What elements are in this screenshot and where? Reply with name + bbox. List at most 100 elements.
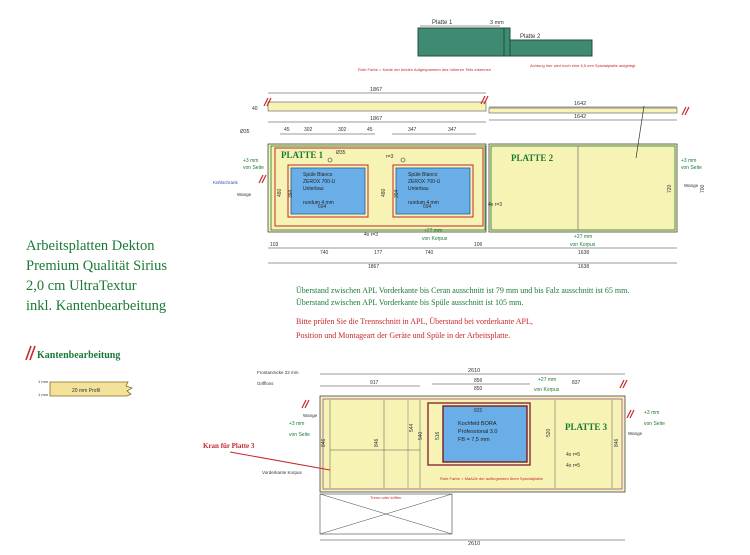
dim-1638-b: 1638 <box>578 264 589 270</box>
legend-slab-1 <box>417 27 505 57</box>
dim-45-b: 45 <box>367 127 373 133</box>
cooktop-surface <box>442 405 528 463</box>
platte-2-label: PLATTE 2 <box>511 153 554 163</box>
legend-note-red: Rote Farbe = Kante der beiden Aufgespann… <box>358 67 491 72</box>
sink-1-line-d: rundum 4 mm <box>303 200 334 206</box>
dim-1642-b: 1642 <box>574 114 586 120</box>
dim-846-l: 846 <box>321 438 327 447</box>
dim-1642-a: 1642 <box>574 101 586 107</box>
dim-720: 720 <box>667 184 673 193</box>
tap-hole-1 <box>327 157 333 163</box>
title-block: Arbeitsplatten Dekton Premium Qualität S… <box>25 238 167 397</box>
wange-l: Wange <box>303 413 318 418</box>
profile-sample <box>49 381 133 397</box>
r5-b: 4x r=5 <box>566 463 580 469</box>
front-note: Frontanrücke 22 mm <box>257 370 299 375</box>
plus3-r: +3 mm <box>644 410 659 416</box>
cooktop-line-a: Kochfeld BORA <box>458 421 497 427</box>
dia-35-b: Ø35 <box>336 150 346 156</box>
dim-846-r: 846 <box>614 438 620 447</box>
dim-394-a: 394 <box>288 189 294 198</box>
plus27-a: +27 mm <box>538 377 556 383</box>
dim-544: 544 <box>409 423 415 432</box>
vorderkante-label: Vorderkante Korpus <box>262 470 303 475</box>
von-korpus-a: von Korpus <box>534 387 560 393</box>
profile-label: 20 mm Profil <box>72 388 100 394</box>
title-line-2: Premium Qualität Sirius <box>26 258 167 274</box>
dim-694-a: 694 <box>318 204 327 210</box>
von-seite-left: von Seite <box>243 165 264 171</box>
dim-740-a: 740 <box>320 250 329 256</box>
cooktop-outer <box>427 402 531 466</box>
r5-a: 4x r=5 <box>566 452 580 458</box>
dim-177: 177 <box>374 250 383 256</box>
dim-347-a: 347 <box>408 127 417 133</box>
tap-hole-2 <box>400 157 406 163</box>
dim-837: 837 <box>572 380 581 386</box>
platte-1-green-outline <box>270 145 486 231</box>
dim-846-m: 846 <box>374 438 380 447</box>
top-legend: Platte 1 3 mm Platte 2 Rote Farbe = Kant… <box>358 20 636 72</box>
profile-dim-bottom: 1 mm <box>38 392 49 397</box>
korpus-2-b: von Korpus <box>570 242 596 248</box>
dim-917: 917 <box>370 380 379 386</box>
kb-label: Kühlschrank <box>213 180 239 185</box>
dim-700: 700 <box>700 184 706 193</box>
r3-label: r=3 <box>386 154 394 160</box>
sink-2-line-a: Spüle Blanco <box>408 172 438 178</box>
red-note-2: Rote Farbe = MaAÜe der aufliegenden 6mm … <box>440 476 544 481</box>
notes: Überstand zwischen APL Vorderkante bis C… <box>296 286 629 340</box>
trenn-label: Trenn oder köffen <box>370 495 401 500</box>
dim-480-a: 480 <box>277 188 283 197</box>
cutout-box <box>319 493 453 535</box>
dim-694-b: 694 <box>423 204 432 210</box>
kanten-label: Kantenbearbeitung <box>37 350 120 361</box>
dim-825: 825 <box>474 408 483 414</box>
sink-1-basin <box>290 167 366 215</box>
cooktop-line-c: FB = 7,5 mm <box>458 437 490 443</box>
wange-r: Wange <box>628 431 643 436</box>
dim-2610-top: 2610 <box>468 368 480 374</box>
dim-480-b: 480 <box>381 188 387 197</box>
wange-right: Wange <box>684 183 699 188</box>
dim-1867-c: 1867 <box>368 264 379 270</box>
platte-3-label: PLATTE 3 <box>565 422 608 432</box>
dim-856: 856 <box>474 378 483 384</box>
title-line-3: 2,0 cm UltraTextur <box>26 278 137 294</box>
edge-marker-6 <box>626 409 635 419</box>
legend-note-red2: Achtung hier wird noch eine 6,5 mm Spezi… <box>530 63 636 68</box>
radius-b: 4x r=3 <box>488 202 502 208</box>
sink-1-line-c: Unterbau <box>303 186 324 192</box>
legend-slab-2 <box>509 39 593 57</box>
edge-marker-2 <box>681 106 690 116</box>
griffloss: Griffloss <box>257 381 274 386</box>
platte-2-slab <box>488 143 678 233</box>
edge-marker-5 <box>301 399 310 409</box>
dim-302-b: 302 <box>338 127 347 133</box>
sink-2-line-c: Unterbau <box>408 186 429 192</box>
legend-thickness: 3 mm <box>490 20 504 26</box>
legend-platte1: Platte 1 <box>432 20 453 26</box>
note-3: Bitte prüfen Sie die Trennschnitt in APL… <box>296 317 533 326</box>
kran-label: Kran für Platte 3 <box>203 442 255 450</box>
sink-1-line-a: Spüle Blanco <box>303 172 333 178</box>
cooktop-line-b: Professional 3.0 <box>458 429 497 435</box>
note-4: Position und Montageart der Geräte und S… <box>296 331 510 340</box>
title-line-1: Arbeitsplatten Dekton <box>26 238 155 254</box>
dia-35-a: Ø35 <box>240 129 250 135</box>
sink-2-outer <box>392 164 474 218</box>
dim-40: 40 <box>252 106 258 112</box>
dim-45-a: 45 <box>284 127 290 133</box>
dim-520: 520 <box>546 428 552 437</box>
platte-1-red-outline <box>274 147 484 227</box>
korpus-2-a: +27 mm <box>574 234 592 240</box>
note-1: Überstand zwischen APL Vorderkante bis C… <box>296 286 629 295</box>
platte-3-purple-outline <box>322 398 623 490</box>
platte-2-green-outline <box>490 145 676 231</box>
legend-platte2: Platte 2 <box>520 34 541 40</box>
korpus-1-b: von Korpus <box>422 236 448 242</box>
von-seite-right: von Seite <box>681 165 702 171</box>
wange-left: Wange <box>237 192 252 197</box>
korpus-1-a: +27 mm <box>424 228 442 234</box>
